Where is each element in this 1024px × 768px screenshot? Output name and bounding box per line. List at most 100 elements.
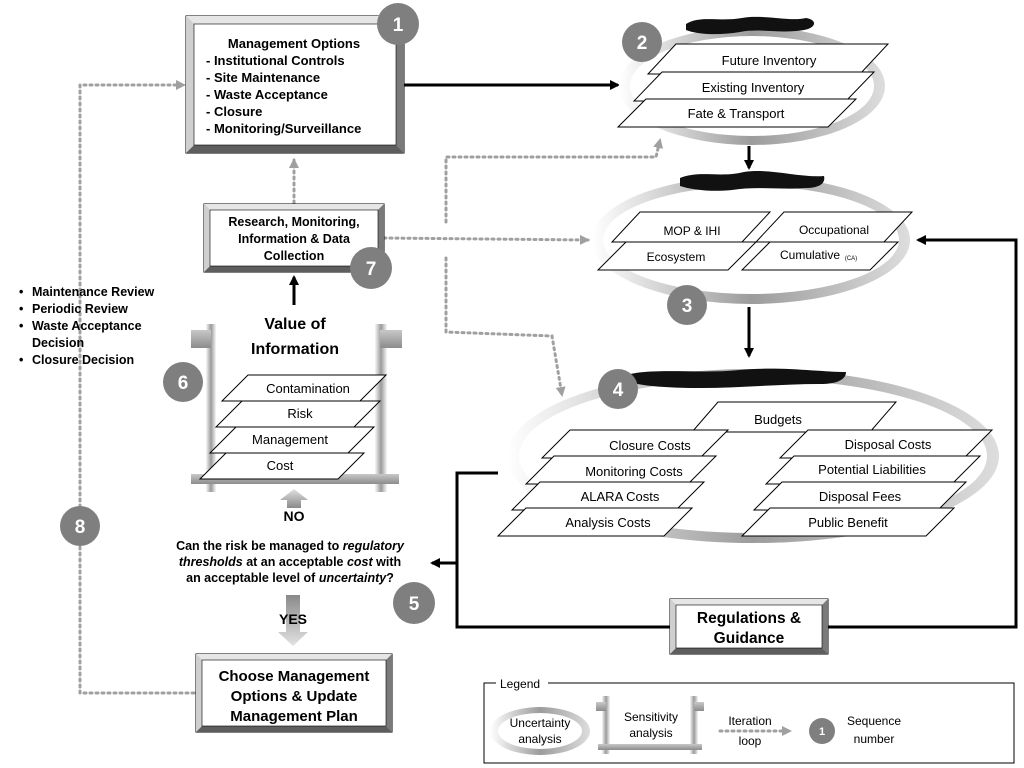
research-line-3: Collection: [264, 249, 324, 263]
option-closure: - Closure: [206, 104, 262, 119]
layer-alara-costs: ALARA Costs: [581, 489, 660, 504]
svg-text:5: 5: [409, 594, 420, 615]
svg-text:•: •: [19, 353, 23, 367]
research-line-2: Information & Data: [238, 232, 351, 246]
layer-analysis-costs: Analysis Costs: [565, 515, 651, 530]
costs-ellipse: Budgets Closure Costs Monitoring Costs A…: [496, 368, 999, 543]
sequence-badge-7: 7: [350, 247, 392, 289]
legend: Legend Uncertainty analysis Sensitivity …: [483, 676, 1015, 764]
layer-existing-inventory: Existing Inventory: [702, 80, 805, 95]
sequence-badge-1: 1: [377, 3, 419, 45]
legend-iteration: Iteration loop: [718, 714, 792, 748]
svg-text:3: 3: [682, 296, 693, 317]
management-options-box: Management Options - Institutional Contr…: [185, 15, 405, 154]
legend-title: Legend: [500, 677, 540, 691]
choose-line-2: Options & Update: [231, 688, 358, 705]
iteration-loops: [78, 80, 664, 695]
blot-decoration-3: [680, 171, 825, 191]
cumulative-ca-note: (CA): [845, 256, 857, 262]
arrow-4-to-5: [430, 471, 498, 568]
review-triggers-list: • Maintenance Review • Periodic Review •…: [19, 285, 155, 367]
loop-7-to-3-path: [382, 234, 590, 245]
yes-arrow: YES: [278, 595, 308, 646]
review-maintenance: Maintenance Review: [32, 285, 155, 299]
no-arrow: NO: [280, 489, 308, 524]
research-line-1: Research, Monitoring,: [228, 215, 359, 229]
legend-uncertainty-line-2: analysis: [518, 732, 561, 746]
layer-contamination: Contamination: [266, 381, 350, 396]
regulations-line-1: Regulations &: [697, 610, 801, 627]
value-of-information-title-2: Information: [251, 341, 339, 358]
legend-iteration-line-1: Iteration: [728, 714, 771, 728]
layer-mop-ihi: MOP & IHI: [663, 224, 720, 238]
layer-risk: Risk: [287, 406, 313, 421]
sequence-badge-3: 3: [667, 285, 707, 325]
decision-question: Can the risk be managed to regulatory th…: [176, 539, 405, 585]
legend-sequence-line-1: Sequence: [847, 714, 901, 728]
no-label: NO: [284, 508, 305, 524]
decision-line-1: Can the risk be managed to regulatory: [176, 539, 405, 553]
svg-text:•: •: [19, 319, 23, 333]
legend-uncertainty: Uncertainty analysis: [490, 707, 590, 755]
layer-future-inventory: Future Inventory: [722, 53, 817, 68]
legend-sequence-line-2: number: [854, 732, 895, 746]
layer-cumulative: Cumulative: [780, 248, 840, 262]
arrow-reg-to-3: [828, 235, 1018, 629]
value-of-information-frame: Value of Information Contamination Risk …: [191, 316, 402, 492]
choose-line-3: Management Plan: [230, 708, 358, 725]
option-institutional-controls: - Institutional Controls: [206, 53, 345, 68]
svg-text:7: 7: [366, 259, 377, 280]
legend-iteration-line-2: loop: [739, 734, 762, 748]
line-reg-left: [455, 563, 670, 629]
loop-8-path: [78, 80, 196, 695]
layer-budgets: Budgets: [754, 412, 802, 427]
choose-line-1: Choose Management: [219, 668, 370, 685]
review-waste-acceptance: Waste Acceptance: [32, 319, 142, 333]
legend-sensitivity: Sensitivity analysis: [596, 696, 704, 754]
legend-uncertainty-line-1: Uncertainty: [510, 716, 571, 730]
review-waste-acceptance-decision: Decision: [32, 336, 84, 350]
layer-monitoring-costs: Monitoring Costs: [585, 464, 683, 479]
layer-public-benefit: Public Benefit: [808, 515, 888, 530]
svg-text:•: •: [19, 302, 23, 316]
sequence-badge-4: 4: [598, 369, 638, 409]
value-of-information-title-1: Value of: [264, 316, 326, 333]
review-closure-decision: Closure Decision: [32, 353, 134, 367]
svg-text:8: 8: [75, 517, 86, 538]
layer-potential-liabilities: Potential Liabilities: [818, 462, 926, 477]
svg-text:6: 6: [178, 373, 189, 394]
regulations-guidance-box: Regulations & Guidance: [669, 598, 829, 655]
option-waste-acceptance: - Waste Acceptance: [206, 87, 328, 102]
sequence-badge-8: 8: [60, 506, 100, 546]
loop-7-to-2-path: [444, 138, 664, 224]
regulations-line-2: Guidance: [714, 630, 785, 647]
layer-cost: Cost: [267, 458, 294, 473]
layer-management: Management: [252, 432, 328, 447]
review-periodic: Periodic Review: [32, 302, 128, 316]
layer-occupational: Occupational: [799, 223, 869, 237]
sequence-badge-2: 2: [622, 22, 662, 62]
decision-line-2: thresholds at an acceptable cost with: [179, 555, 401, 569]
option-site-maintenance: - Site Maintenance: [206, 70, 320, 85]
management-options-title: Management Options: [228, 36, 360, 51]
layer-fate-transport: Fate & Transport: [688, 106, 785, 121]
yes-label: YES: [279, 611, 307, 627]
sequence-badge-6: 6: [163, 362, 203, 402]
blot-decoration-4: [630, 368, 846, 388]
sequence-badge-5: 5: [393, 582, 435, 624]
blot-decoration-2: [686, 16, 815, 35]
legend-sequence: 1 Sequence number: [809, 714, 901, 746]
inventory-ellipse: Future Inventory Existing Inventory Fate…: [616, 16, 890, 145]
svg-text:4: 4: [613, 380, 624, 401]
loop-7-to-4-path: [444, 256, 566, 397]
legend-sensitivity-line-2: analysis: [629, 726, 672, 740]
choose-management-box: Choose Management Options & Update Manag…: [195, 653, 393, 733]
svg-text:•: •: [19, 285, 23, 299]
svg-text:1: 1: [393, 15, 404, 36]
decision-line-3: an acceptable level of uncertainty?: [186, 571, 394, 585]
option-monitoring-surveillance: - Monitoring/Surveillance: [206, 121, 361, 136]
layer-disposal-fees: Disposal Fees: [819, 489, 902, 504]
receptors-ellipse: MOP & IHI Ecosystem Occupational Cumulat…: [592, 171, 914, 304]
flow-arrows: [289, 80, 1018, 629]
